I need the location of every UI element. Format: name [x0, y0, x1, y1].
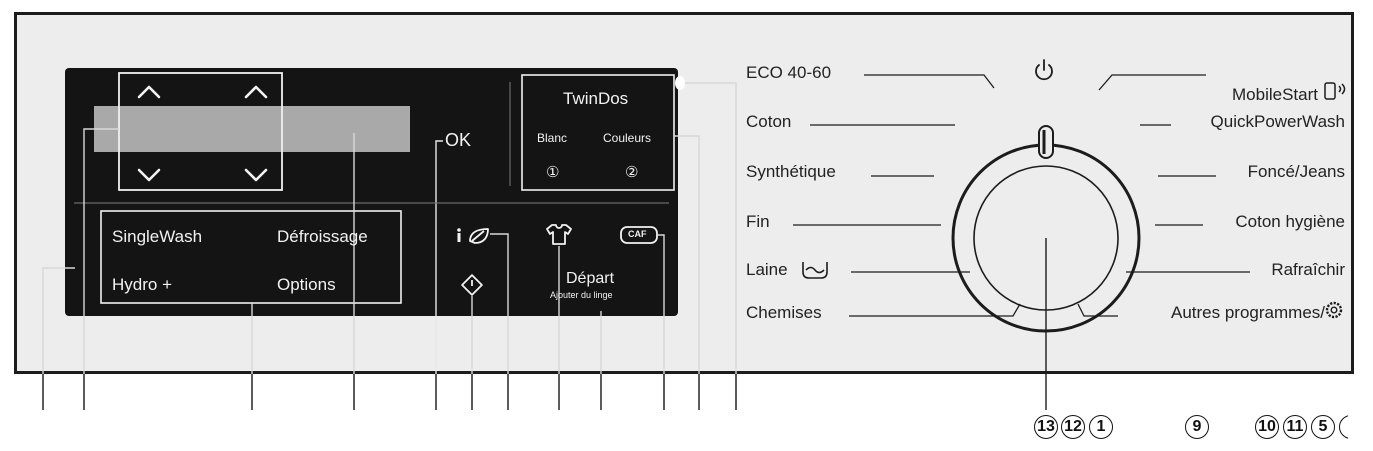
program-eco-40-60[interactable]: ECO 40-60 [746, 63, 832, 82]
arrow-down-right-icon[interactable] [244, 168, 268, 182]
defroissage-button[interactable]: Défroissage [277, 227, 368, 246]
program-fin[interactable]: Fin [746, 212, 770, 231]
program-synthetique[interactable]: Synthétique [746, 162, 836, 181]
callout-12: 12 [1061, 415, 1085, 439]
mobile-start-icon [1324, 82, 1346, 100]
callout-5: 5 [1311, 415, 1335, 439]
twindos-num2: ② [625, 164, 639, 181]
arrow-up-left-icon[interactable] [137, 85, 161, 99]
callout-9: 9 [1185, 415, 1209, 439]
display-screen [94, 106, 410, 152]
caf-label: CAF [628, 229, 647, 239]
program-fonce-jeans[interactable]: Foncé/Jeans [1247, 162, 1345, 181]
program-coton-hygiene[interactable]: Coton hygiène [1235, 212, 1345, 231]
wool-icon [802, 262, 828, 279]
twindos-blanc-label[interactable]: Blanc [537, 131, 568, 145]
eco-leaf-icon[interactable] [469, 228, 489, 244]
twindos-num1: ① [546, 164, 560, 181]
program-chemises[interactable]: Chemises [746, 303, 822, 322]
ok-leader [435, 140, 443, 410]
program-coton[interactable]: Coton [746, 112, 792, 131]
callout-1: 1 [1089, 415, 1113, 439]
program-laine[interactable]: Laine [746, 260, 788, 279]
dial-pointer [1038, 125, 1054, 159]
program-rafraichir[interactable]: Rafraîchir [1271, 260, 1345, 279]
hydro-button[interactable]: Hydro + [112, 275, 172, 294]
callout-13: 13 [1034, 415, 1058, 439]
program-mobilestart[interactable]: MobileStart [1232, 85, 1318, 104]
callout-10: 10 [1255, 415, 1279, 439]
callout-11: 11 [1283, 415, 1307, 439]
depart-button[interactable]: Départ [566, 270, 615, 287]
arrow-down-left-icon[interactable] [137, 168, 161, 182]
gear-icon [1325, 301, 1343, 319]
arrow-up-right-icon[interactable] [244, 85, 268, 99]
twindos-couleurs-label[interactable]: Couleurs [603, 131, 652, 145]
caf-icon[interactable] [620, 226, 658, 244]
ajouter-linge-label: Ajouter du linge [550, 290, 613, 300]
ok-button[interactable]: OK [445, 130, 472, 150]
twindos-box [521, 74, 675, 191]
start-diamond-icon[interactable] [461, 274, 483, 296]
options-button[interactable]: Options [277, 275, 336, 294]
program-quickpowerwash[interactable]: QuickPowerWash [1210, 112, 1345, 131]
indicator-light [675, 76, 685, 90]
options-box [100, 210, 402, 304]
arrow-keys-box [118, 72, 283, 191]
singlewash-button[interactable]: SingleWash [112, 227, 203, 246]
shirt-icon[interactable] [546, 224, 572, 245]
twindos-title: TwinDos [563, 89, 629, 108]
program-autres-programmes[interactable]: Autres programmes/ [1171, 303, 1325, 322]
power-icon [1035, 59, 1053, 81]
